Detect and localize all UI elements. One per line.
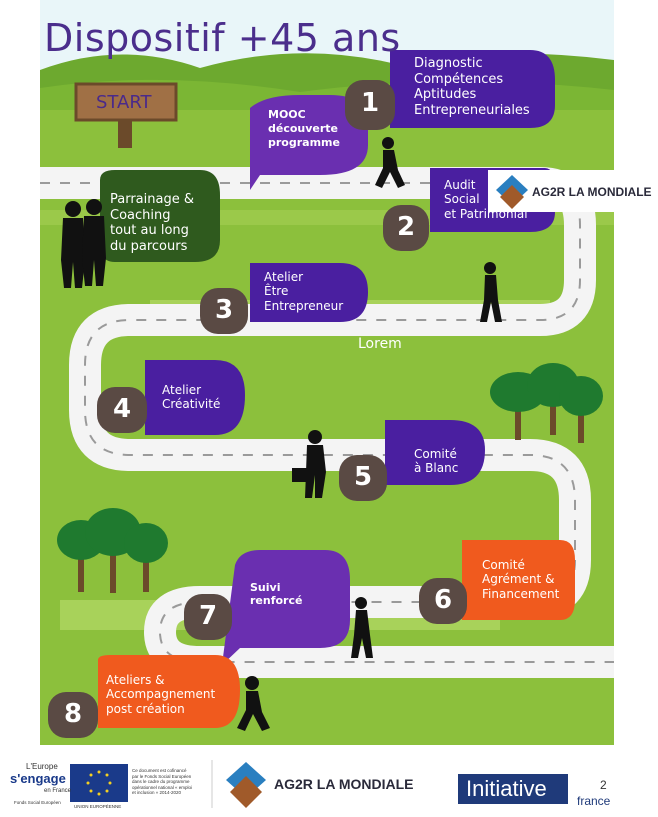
start-sign — [74, 82, 178, 148]
bubble-step-4 — [145, 360, 245, 435]
bubble-step-1 — [390, 50, 555, 128]
number-badges — [48, 80, 467, 738]
step-number-8: 8 — [63, 699, 83, 729]
page-title: Dispositif +45 ans — [44, 16, 401, 60]
bubble-mooc — [250, 95, 368, 190]
bubble-step-5 — [385, 420, 485, 485]
initiative-logo: Initiative — [458, 774, 568, 804]
bubble-step-8 — [98, 655, 240, 728]
step-number-2: 2 — [396, 212, 416, 242]
page-number: 2 — [600, 778, 607, 792]
eu-flag-icon — [70, 764, 128, 802]
bubble-parrainage — [100, 170, 220, 262]
road-markings — [40, 182, 614, 663]
lorem-label: Lorem — [358, 336, 402, 352]
step-number-1: 1 — [360, 88, 380, 118]
europe-top-text: L'Europe — [26, 762, 58, 771]
ag2r-badge-label: AG2R LA MONDIALE — [532, 185, 652, 199]
europe-sub-text: en France — [44, 788, 72, 794]
cofinance-text: Ce document est cofinancé par le Fonds S… — [132, 768, 193, 795]
footer-logos — [70, 760, 266, 808]
bubble-step-3 — [250, 263, 368, 322]
step-number-7: 7 — [198, 601, 218, 631]
trees-left — [57, 508, 168, 593]
ag2r-footer-label: AG2R LA MONDIALE — [274, 776, 414, 792]
step-number-3: 3 — [214, 295, 234, 325]
trees-right — [490, 363, 603, 443]
start-label: START — [96, 92, 152, 113]
fse-label: Fonds Social Européen — [14, 800, 61, 805]
ag2r-logo-icon — [496, 175, 528, 209]
walking-people-icons — [237, 137, 502, 731]
europe-main-text: s'engage — [10, 771, 66, 786]
two-men-icon — [61, 199, 106, 288]
bubble-step-6 — [462, 540, 575, 620]
step-number-5: 5 — [353, 462, 373, 492]
bubble-step-7 — [222, 550, 350, 665]
eu-label: UNION EUROPÉENNE — [74, 804, 122, 809]
step-number-6: 6 — [433, 585, 453, 615]
step-number-4: 4 — [112, 394, 132, 424]
initiative-france-label: france — [577, 794, 611, 808]
